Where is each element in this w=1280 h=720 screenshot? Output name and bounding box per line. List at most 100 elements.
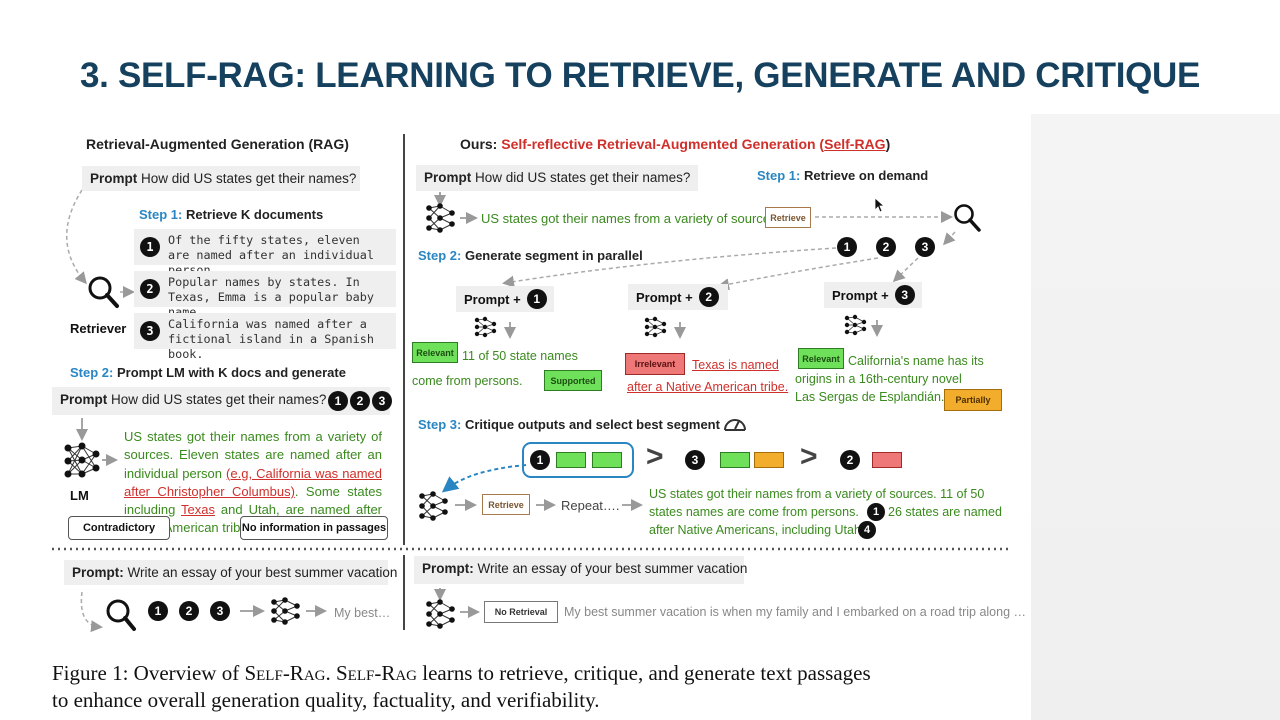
segment2-text-line2: after a Native American tribe.	[627, 380, 789, 394]
rag-output-part-1: US states got their names from a variety…	[124, 429, 382, 481]
rag-doc-text-2: Popular names by states. In Texas, Emma …	[168, 275, 374, 319]
rank-second-number: 3	[685, 450, 705, 470]
rag-bottom-prompt-label: Prompt:	[72, 565, 124, 580]
selfrag-header-prefix: Ours:	[460, 136, 502, 152]
selfrag-step1-text: Retrieve on demand	[803, 168, 929, 183]
rag-bottom-numbers: 1 2 3	[148, 601, 230, 621]
segment3-number: 3	[894, 285, 915, 305]
rag-bottom-output: My best…	[334, 606, 391, 620]
rag-bottom-number-3: 3	[210, 601, 230, 621]
rag-bottom-prompt-text: Write an essay of your best summer vacat…	[127, 565, 398, 580]
caption-figure-label: Figure 1: Overview of	[52, 661, 245, 685]
segment1-network-icon	[474, 316, 497, 338]
repeat-label: Repeat….	[561, 498, 620, 513]
rag-header: Retrieval-Augmented Generation (RAG)	[86, 136, 349, 152]
rag-bottom-prompt: Prompt: Write an essay of your best summ…	[64, 560, 397, 585]
segment2-irrelevant-tag: Irrelevant	[625, 353, 685, 375]
caption-method-name-1: Self-Rag	[244, 661, 326, 685]
rag-step2-number-3: 3	[372, 391, 392, 411]
caption-line1-rest: learns to retrieve, critique, and genera…	[417, 661, 871, 685]
rag-doc-text-3: California was named after a fictional i…	[168, 317, 374, 361]
doc-number-1: 1	[140, 237, 160, 257]
selfrag-step2-number: Step 2:	[418, 248, 462, 263]
segment3-text-line2: origins in a 16th-century novel	[795, 372, 962, 386]
rag-generated-output: US states got their names from a variety…	[124, 428, 382, 538]
final-retrieve-tag: Retrieve	[482, 494, 530, 515]
rag-prompt: Prompt How did US states get their names…	[82, 166, 360, 191]
rag-step2-prompt-label: Prompt	[60, 392, 108, 407]
slide-background-shade	[1031, 114, 1280, 720]
rag-doc-3: 3 California was named after a fictional…	[134, 313, 396, 361]
selfrag-step2: Step 2: Generate segment in parallel	[418, 248, 643, 263]
segment3-network-icon	[844, 314, 867, 336]
selfrag-step1: Step 1: Retrieve on demand	[757, 168, 928, 183]
selfrag-prompt-label: Prompt	[424, 170, 472, 185]
final-output-line3: after Native Americans, including Utah.	[649, 523, 865, 537]
rag-step2: Step 2: Prompt LM with K docs and genera…	[70, 365, 346, 380]
selfrag-step3-text: Critique outputs and select best segment	[464, 417, 720, 432]
mouse-cursor-icon	[874, 197, 886, 213]
rank-first-supported-box	[592, 452, 622, 468]
segment3-relevant-tag: Relevant	[798, 348, 844, 369]
callout-no-information: No information in passages	[240, 516, 388, 540]
rank-first-number: 1	[530, 450, 550, 470]
greater-than-2: >	[800, 440, 818, 473]
segment1-text-line1: 11 of 50 state names	[462, 349, 578, 363]
rag-bottom-network-icon	[271, 597, 300, 625]
rag-lm-network-icon	[64, 442, 100, 478]
figure-caption: Figure 1: Overview of Self-Rag. Self-Rag…	[52, 660, 1032, 714]
final-citation-number-1: 1	[867, 503, 885, 521]
retrieve-token-tag: Retrieve	[765, 207, 811, 228]
selfrag-step1-number: Step 1:	[757, 168, 801, 183]
rag-bottom-number-1: 1	[148, 601, 168, 621]
segment3-prompt-label: Prompt +	[832, 287, 889, 303]
critique-gauge-icon	[724, 419, 746, 431]
selfrag-retriever-search-icon	[954, 204, 981, 232]
greater-than-1: >	[646, 440, 664, 473]
selfrag-header-suffix: )	[885, 136, 891, 152]
rag-output-unsupported: Texas	[181, 502, 215, 518]
figure-panel	[30, 114, 1031, 634]
segment2-prompt: Prompt +2	[628, 284, 728, 310]
rag-output-part-3: . Some states including	[124, 483, 382, 518]
rank-second-relevant-box	[720, 452, 750, 468]
caption-line-2: to enhance overall generation quality, f…	[52, 688, 600, 712]
final-citation-number-4: 4	[858, 521, 876, 539]
rank-third-number: 2	[840, 450, 860, 470]
selfrag-header-name: Self-RAG	[824, 136, 886, 152]
segment1-text-line2: come from persons.	[412, 374, 523, 388]
rag-step2-number-2: 2	[350, 391, 370, 411]
rag-step2-number-1: 1	[328, 391, 348, 411]
rag-doc-2: 2 Popular names by states. In Texas, Emm…	[134, 271, 396, 319]
rag-lm-label: LM	[70, 488, 89, 503]
slide-title: 3. SELF-RAG: LEARNING TO RETRIEVE, GENER…	[79, 56, 1201, 95]
segment2-number: 2	[698, 287, 719, 307]
rag-step1: Step 1: Retrieve K documents	[139, 207, 323, 222]
selfrag-bottom-prompt-label: Prompt:	[422, 561, 474, 576]
selfrag-header: Ours: Self-reflective Retrieval-Augmente…	[460, 136, 890, 152]
segment1-prompt: Prompt + 1	[456, 286, 554, 312]
rag-doc-1: 1 Of the fifty states, eleven are named …	[134, 229, 396, 277]
segment1-prompt-label: Prompt +	[464, 291, 521, 307]
rag-prompt-text: How did US states get their names?	[141, 171, 357, 186]
caption-separator: .	[325, 661, 336, 685]
selfrag-bottom-output: My best summer vacation is when my famil…	[564, 605, 1027, 619]
segment1-number: 1	[526, 289, 547, 309]
selfrag-bottom-prompt-text: Write an essay of your best summer vacat…	[477, 561, 748, 576]
segment2-network-icon	[644, 316, 667, 338]
retrieved-number-2: 2	[876, 237, 896, 257]
segment1-relevant-tag: Relevant	[412, 342, 458, 363]
segment1-supported-tag: Supported	[544, 370, 602, 391]
selfrag-generated-text: US states got their names from a variety…	[481, 211, 781, 226]
rag-bottom-number-2: 2	[179, 601, 199, 621]
rag-retriever-search-icon	[88, 276, 119, 308]
rag-step1-number: Step 1:	[139, 207, 183, 222]
final-output-line2a: states names are come from persons.	[649, 505, 859, 519]
rank-first-relevant-box	[556, 452, 586, 468]
selfrag-step3-number: Step 3:	[418, 417, 462, 432]
rag-prompt-label: Prompt	[90, 171, 138, 186]
no-retrieval-tag: No Retrieval	[484, 601, 558, 623]
segment3-prompt: Prompt + 3	[824, 282, 922, 308]
selfrag-final-network-icon	[419, 491, 448, 521]
